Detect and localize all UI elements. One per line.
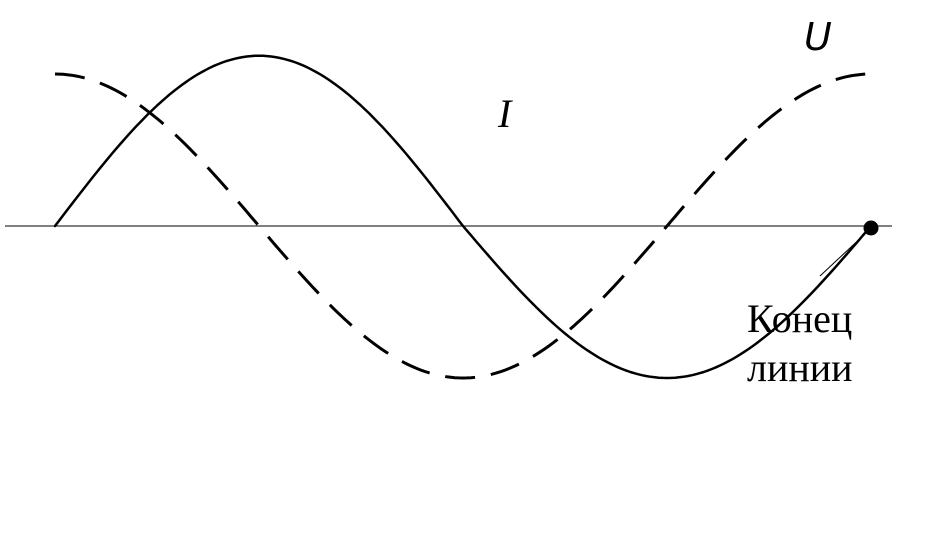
line-end-label-line2: линии [747,345,853,390]
line-end-label-line1: Конец [747,296,852,341]
current-curve [53,54,873,380]
voltage-label: U [804,15,832,59]
current-label: I [497,91,513,136]
line-end-leader [819,232,867,277]
line-end-point [863,220,879,236]
voltage-curve [54,72,872,380]
